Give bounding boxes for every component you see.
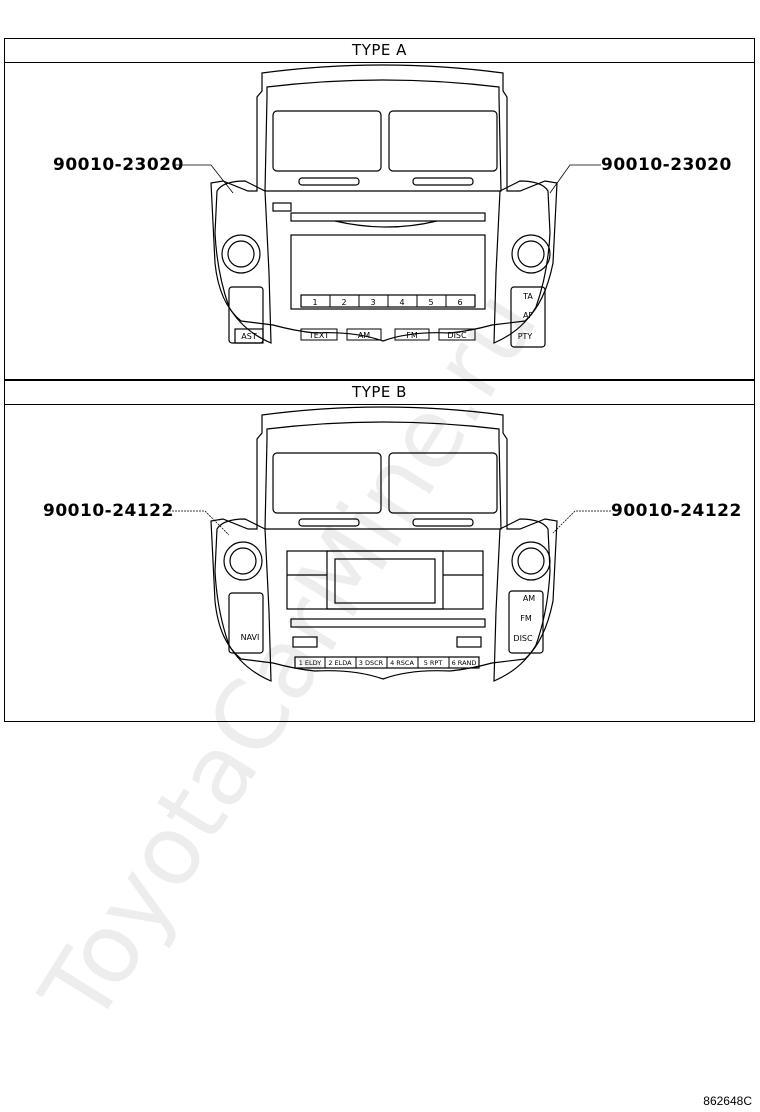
disc-button[interactable]: DISC [447,331,467,340]
preset-6-rand[interactable]: 6 RAND [452,659,477,667]
text-button[interactable]: TEXT [308,331,329,340]
am-button[interactable]: AM [358,331,370,340]
navi-button[interactable]: NAVI [241,633,260,642]
type-b-header: TYPE B [5,381,754,405]
am-button-b[interactable]: AM [523,594,535,603]
preset-2-elda[interactable]: 2 ELDA [328,659,352,667]
disc-button-b[interactable]: DISC [513,634,533,643]
preset-1[interactable]: 1 [312,298,317,307]
preset-6[interactable]: 6 [457,298,462,307]
preset-4[interactable]: 4 [399,298,404,307]
fm-button[interactable]: FM [406,331,418,340]
type-a-section: TYPE A [4,38,755,380]
type-a-panel-drawing: 1 2 3 4 5 6 TEXT AM FM DISC AST TA AF PT… [173,64,601,348]
preset-2[interactable]: 2 [341,298,346,307]
figure-reference: 862648C [703,1094,752,1108]
preset-4-rsca[interactable]: 4 RSCA [390,659,414,667]
type-a-left-part-number: 90010-23020 [53,155,184,175]
preset-5-rpt[interactable]: 5 RPT [424,659,443,667]
pty-button[interactable]: PTY [518,332,533,341]
type-b-section: TYPE B [4,380,755,722]
type-a-header: TYPE A [5,39,754,63]
type-a-right-part-number: 90010-23020 [601,155,732,175]
ast-button[interactable]: AST [241,332,257,341]
ta-button[interactable]: TA [522,292,533,301]
preset-3-dscr[interactable]: 3 DSCR [359,659,384,667]
type-b-left-part-number: 90010-24122 [43,501,174,521]
preset-5[interactable]: 5 [428,298,433,307]
fm-button-b[interactable]: FM [520,614,532,623]
preset-3[interactable]: 3 [370,298,375,307]
af-button[interactable]: AF [523,311,533,320]
type-b-right-part-number: 90010-24122 [611,501,742,521]
type-b-panel-drawing: 1 ELDY 2 ELDA 3 DSCR 4 RSCA 5 RPT 6 RAND… [169,406,611,682]
preset-1-eldy[interactable]: 1 ELDY [299,659,322,667]
